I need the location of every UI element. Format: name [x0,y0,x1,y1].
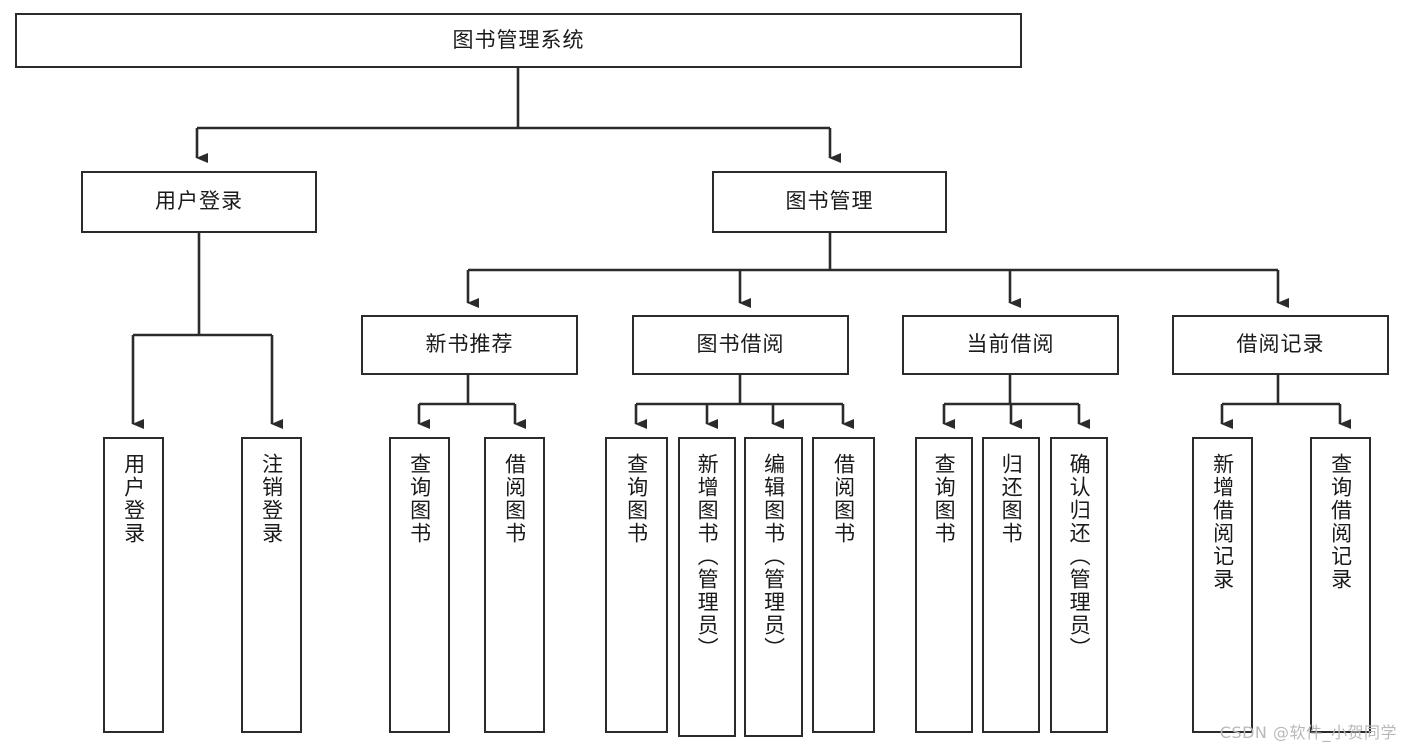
node-leaf-add-borrow-record[interactable]: 新增借阅记录 [1192,437,1253,733]
node-label: 注销登录 [259,453,284,545]
node-leaf-query-book-recommend[interactable]: 查询图书 [389,437,450,733]
node-label: 编辑图书（管理员） [761,453,786,660]
node-leaf-query-borrow-record[interactable]: 查询借阅记录 [1310,437,1371,733]
node-label: 图书管理 [785,189,874,214]
node-label: 新增借阅记录 [1210,453,1235,591]
node-label: 查询图书 [932,453,957,545]
watermark: CSDN @软件_小贺同学 [1219,723,1397,742]
node-user-login[interactable]: 用户登录 [81,171,317,233]
node-leaf-confirm-return-admin[interactable]: 确认归还（管理员） [1050,437,1108,733]
node-label: 查询借阅记录 [1328,453,1353,591]
node-label: 新增图书（管理员） [695,453,720,660]
node-label: 图书借阅 [696,332,785,357]
node-label: 归还图书 [999,453,1024,545]
node-label: 查询图书 [407,453,432,545]
node-label: 查询图书 [624,453,649,545]
node-leaf-query-book-current[interactable]: 查询图书 [915,437,973,733]
node-book-borrow[interactable]: 图书借阅 [632,315,849,375]
node-label: 用户登录 [121,453,146,545]
node-root-system[interactable]: 图书管理系统 [15,13,1022,68]
node-leaf-return-book[interactable]: 归还图书 [982,437,1040,733]
node-leaf-borrow-book-recommend[interactable]: 借阅图书 [484,437,545,733]
node-leaf-user-logout[interactable]: 注销登录 [241,437,302,733]
node-leaf-borrow-book[interactable]: 借阅图书 [812,437,875,733]
node-label: 确认归还（管理员） [1067,453,1092,660]
node-leaf-user-login[interactable]: 用户登录 [103,437,164,733]
node-label: 借阅图书 [831,453,856,545]
node-new-book-recommend[interactable]: 新书推荐 [361,315,578,375]
node-label: 新书推荐 [425,332,514,357]
node-label: 用户登录 [155,189,243,214]
node-label: 借阅记录 [1236,332,1325,357]
node-label: 借阅图书 [502,453,527,545]
node-borrow-record[interactable]: 借阅记录 [1172,315,1389,375]
node-current-borrow[interactable]: 当前借阅 [902,315,1119,375]
node-book-manage[interactable]: 图书管理 [712,171,947,233]
node-leaf-query-book[interactable]: 查询图书 [605,437,668,733]
node-label: 图书管理系统 [452,27,585,52]
node-leaf-add-book-admin[interactable]: 新增图书（管理员） [678,437,736,737]
node-leaf-edit-book-admin[interactable]: 编辑图书（管理员） [744,437,803,737]
node-label: 当前借阅 [966,332,1055,357]
